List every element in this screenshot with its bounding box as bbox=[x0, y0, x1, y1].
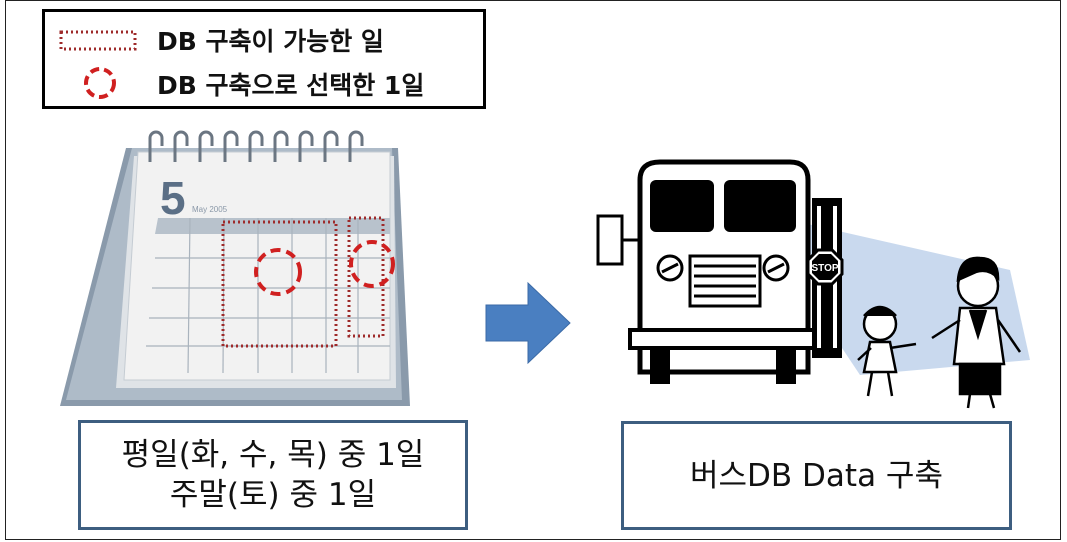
dashed-circle-icon bbox=[84, 67, 116, 99]
outer-frame bbox=[5, 0, 1061, 540]
child-figure bbox=[857, 305, 917, 397]
caption-weekday-line: 평일(화, 수, 목) 중 1일 bbox=[121, 437, 425, 473]
dotted-rectangle-icon bbox=[59, 30, 137, 51]
caption-bus-db: 버스DB Data 구축 bbox=[690, 457, 943, 494]
caption-weekend-line: 주말(토) 중 1일 bbox=[169, 477, 377, 513]
selected-weekday-circle bbox=[254, 248, 302, 296]
legend-label-selected: DB 구축으로 선택한 1일 bbox=[157, 71, 425, 100]
schedule-caption-box: 평일(화, 수, 목) 중 1일 주말(토) 중 1일 bbox=[78, 420, 468, 530]
legend-label-possible: DB 구축이 가능한 일 bbox=[157, 27, 384, 56]
selected-weekend-circle bbox=[349, 240, 395, 288]
bus-db-caption-box: 버스DB Data 구축 bbox=[621, 421, 1012, 530]
adult-figure bbox=[931, 256, 1022, 409]
possible-weekend-frame bbox=[347, 216, 385, 338]
stop-sign-text: STOP bbox=[811, 263, 838, 274]
right-arrow-icon bbox=[485, 281, 571, 365]
possible-weekdays-frame bbox=[221, 220, 338, 348]
calendar-month-text: May 2005 bbox=[192, 205, 228, 214]
school-bus-illustration: STOP bbox=[596, 159, 1030, 409]
desk-calendar-illustration: 5 May 2005 bbox=[60, 130, 410, 406]
calendar-month-number: 5 bbox=[160, 172, 186, 224]
legend-box: DB 구축이 가능한 일 DB 구축으로 선택한 1일 bbox=[42, 9, 486, 109]
